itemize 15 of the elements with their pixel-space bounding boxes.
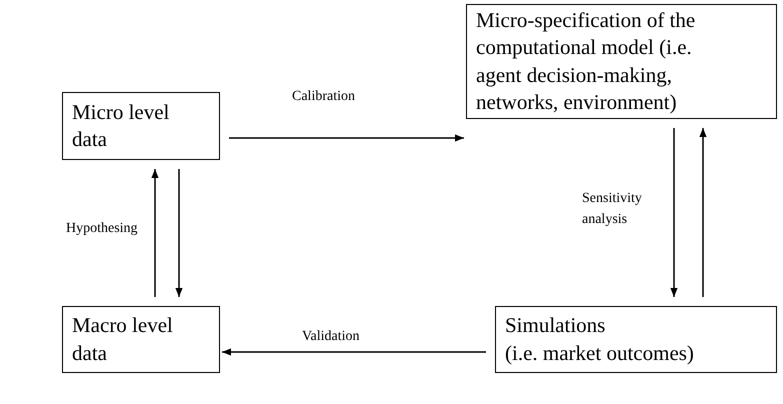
box-text: Simulations <box>505 312 606 340</box>
box-text: Micro-specification of the computational model (i.e. agent decision-making, networks, environment) <box>476 6 696 116</box>
process-box <box>466 4 777 119</box>
arrow <box>222 348 486 356</box>
box-text: Macro level data <box>72 312 174 366</box>
process-box <box>495 306 777 373</box>
arrow <box>670 128 678 297</box>
process-box <box>62 306 220 373</box>
box-text: Micro level data <box>72 98 170 153</box>
arrow <box>699 128 707 297</box>
box-text: (i.e. market outcomes) <box>505 340 695 366</box>
arrow <box>229 134 464 142</box>
arrow <box>175 169 183 297</box>
arrow <box>151 169 159 297</box>
process-box <box>62 92 220 160</box>
